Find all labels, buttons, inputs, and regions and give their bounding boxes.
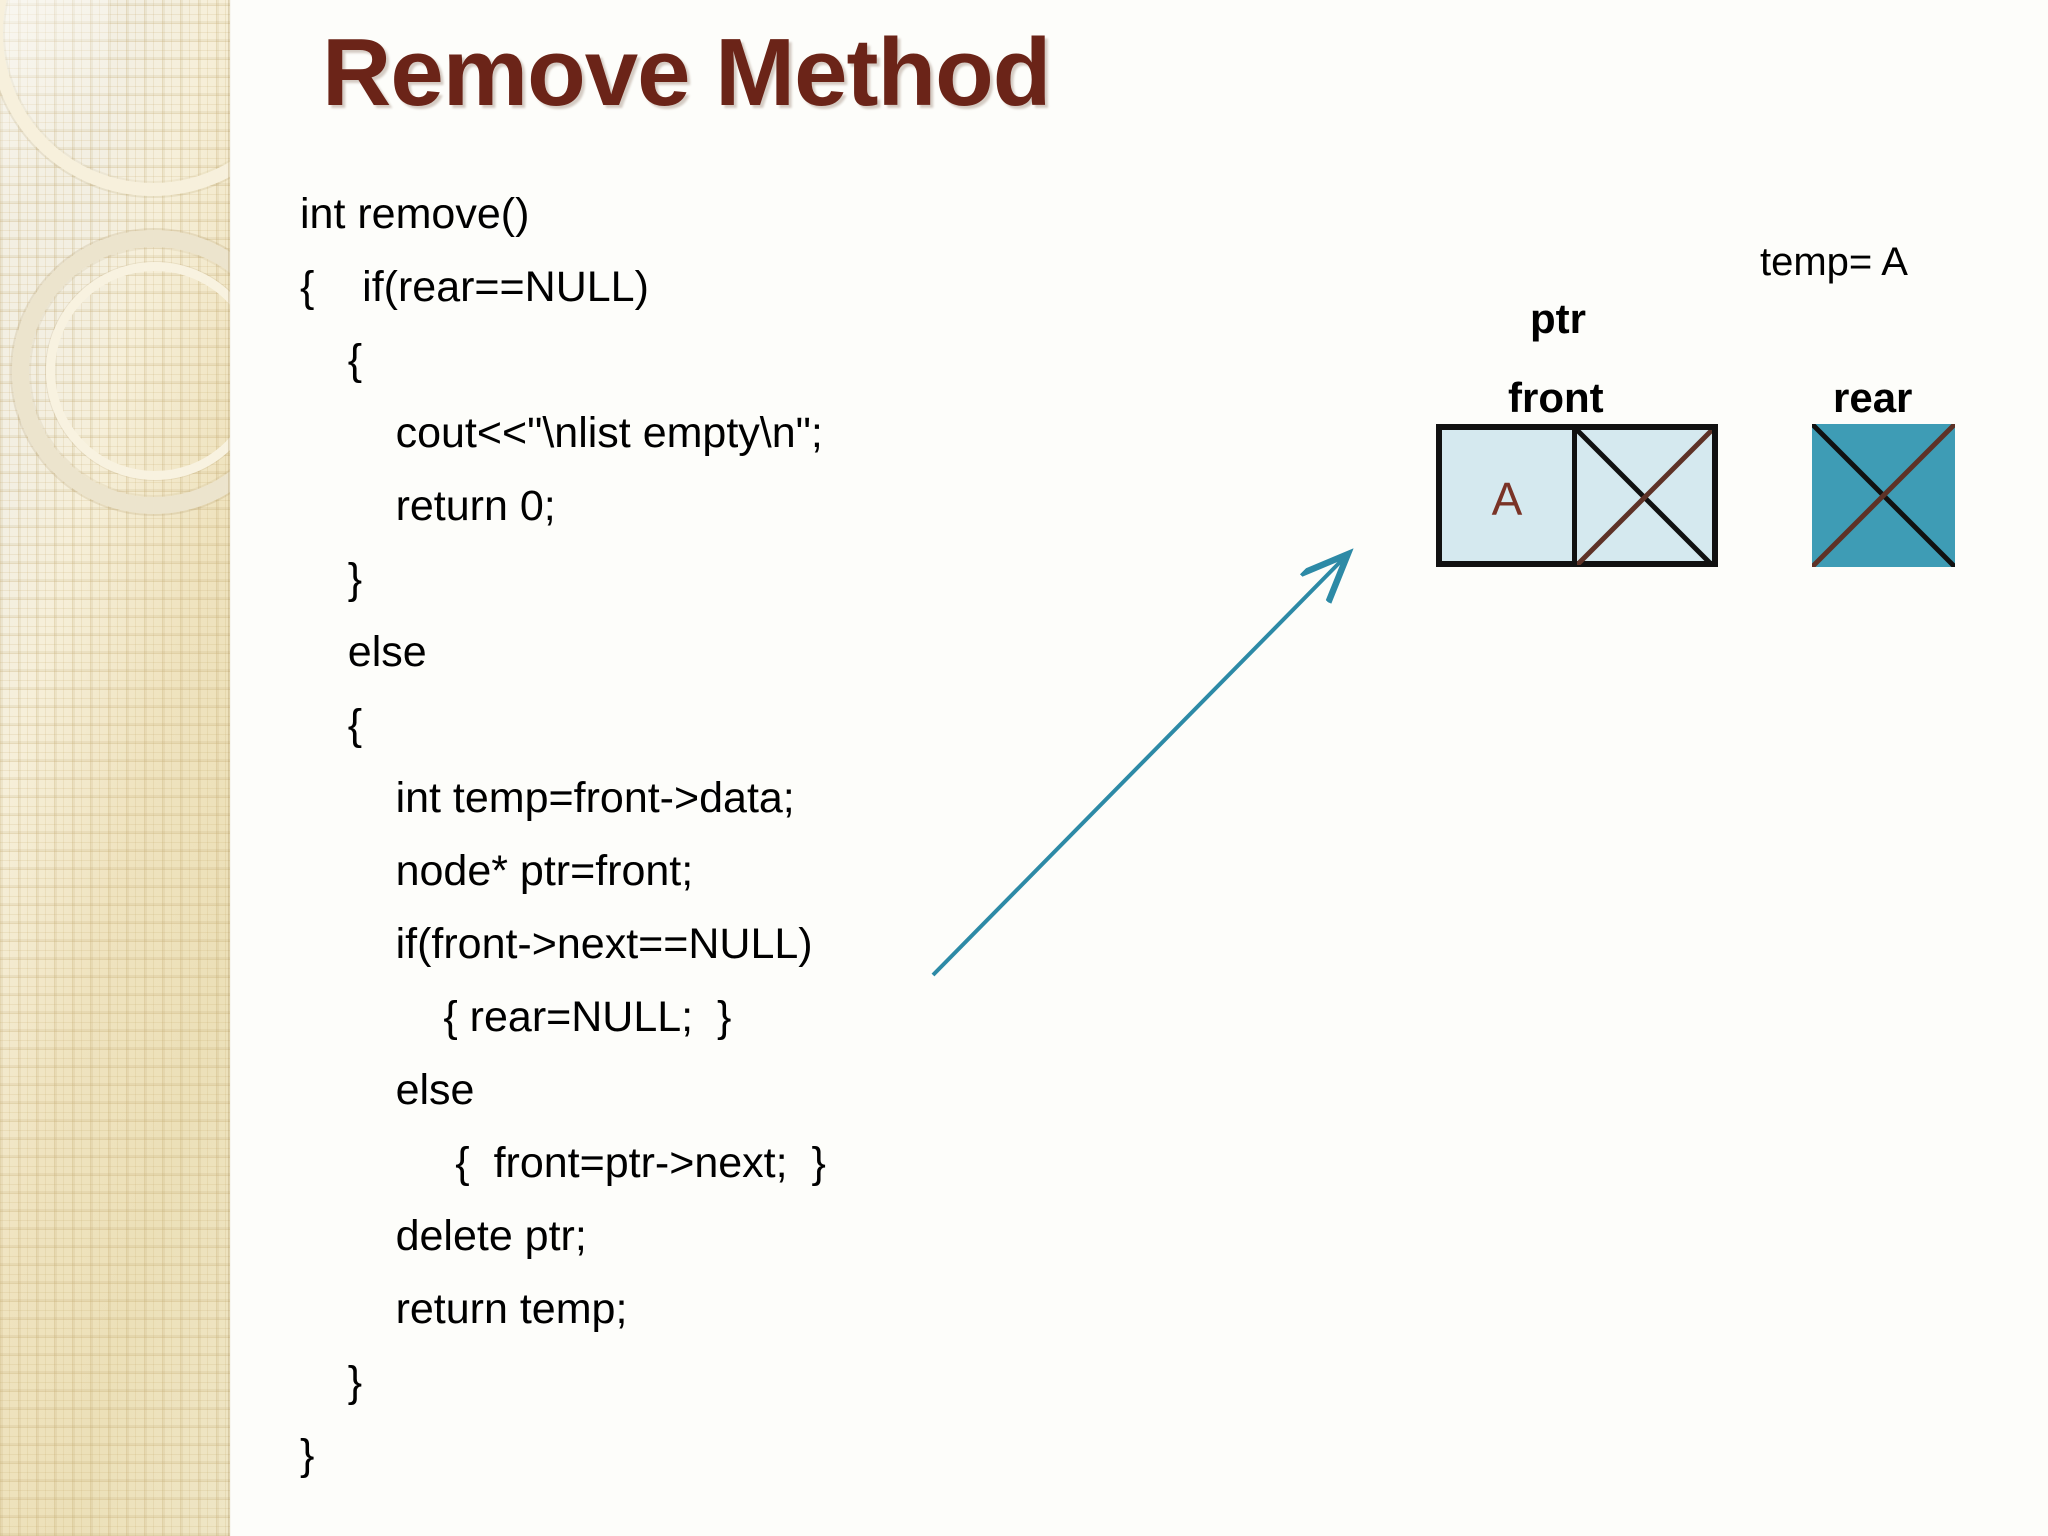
code-line: node* ptr=front; <box>300 847 694 895</box>
front-node-box: A <box>1436 424 1718 567</box>
code-line: return 0; <box>300 482 556 530</box>
front-node-data-cell: A <box>1442 430 1577 561</box>
code-listing: int remove() { if(rear==NULL) { cout<<"\… <box>300 178 1120 1492</box>
front-node-next-cell <box>1577 430 1712 561</box>
code-line: } <box>300 555 363 603</box>
code-line: } <box>300 1431 315 1479</box>
code-line: return temp; <box>300 1285 628 1333</box>
code-line: if(front->next==NULL) <box>300 920 813 968</box>
code-line: else <box>300 1066 475 1114</box>
rear-node-box <box>1812 424 1955 567</box>
decorative-left-band <box>0 0 230 1536</box>
null-cross-icon <box>1577 430 1712 565</box>
null-cross-icon <box>1812 424 1955 567</box>
code-line: { front=ptr->next; } <box>300 1139 826 1187</box>
front-node-data-value: A <box>1491 473 1523 525</box>
label-rear: rear <box>1833 374 1913 421</box>
band-edge-divider <box>228 0 231 1536</box>
code-line: { <box>300 336 363 384</box>
label-temp: temp= A <box>1760 240 1908 284</box>
code-line: { rear=NULL; } <box>300 993 732 1041</box>
label-front: front <box>1508 374 1604 421</box>
code-line: { <box>300 701 363 749</box>
code-line: delete ptr; <box>300 1212 587 1260</box>
code-line: else <box>300 628 427 676</box>
code-line: } <box>300 1358 363 1406</box>
code-line: cout<<"\nlist empty\n"; <box>300 409 823 457</box>
code-line: int temp=front->data; <box>300 774 795 822</box>
decorative-ring-small <box>46 262 230 480</box>
page-title: Remove Method <box>322 19 1051 126</box>
code-line: int remove() <box>300 190 530 238</box>
code-line: { if(rear==NULL) <box>300 263 649 311</box>
label-ptr: ptr <box>1530 295 1586 342</box>
